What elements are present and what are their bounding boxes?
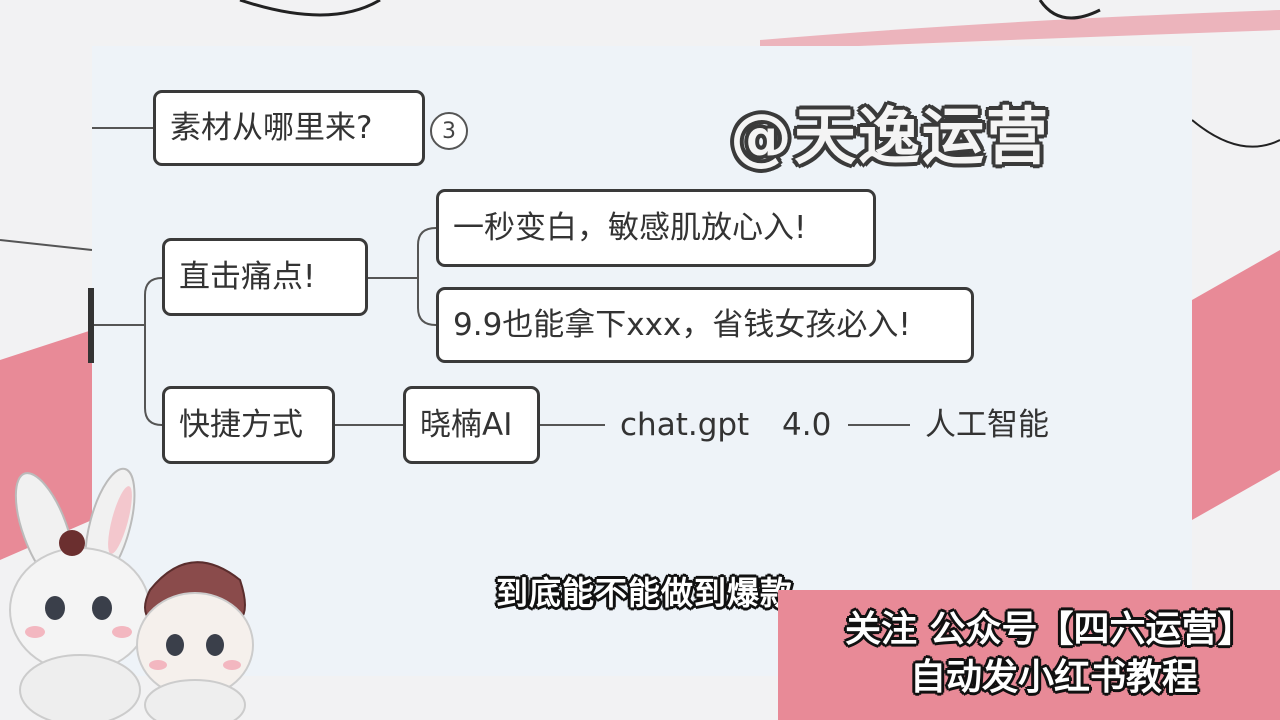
mascot-illustration — [9, 467, 254, 720]
text-chatgpt: chat.gpt — [620, 407, 750, 443]
promo-line-2: 自动发小红书教程 — [910, 657, 1199, 698]
node-painpoint[interactable]: 直击痛点! — [162, 238, 368, 316]
node-source[interactable]: 素材从哪里来? — [153, 90, 425, 166]
node-ai[interactable]: 晓楠AI — [403, 386, 540, 464]
promo-line-1: 关注 公众号【四六运营】 — [845, 609, 1254, 650]
text-version: 4.0 — [782, 407, 832, 443]
text-ai: 人工智能 — [925, 407, 1049, 443]
watermark: @天逸运营 — [730, 100, 1051, 173]
promo-banner — [778, 590, 1280, 720]
node-shortcut[interactable]: 快捷方式 — [162, 386, 335, 464]
count-badge[interactable]: 3 — [430, 112, 468, 150]
node-child-2[interactable]: 9.9也能拿下xxx，省钱女孩必入! — [436, 287, 974, 363]
node-child-1[interactable]: 一秒变白，敏感肌放心入! — [436, 189, 876, 267]
video-subtitle: 到底能不能做到爆款 — [496, 574, 794, 612]
